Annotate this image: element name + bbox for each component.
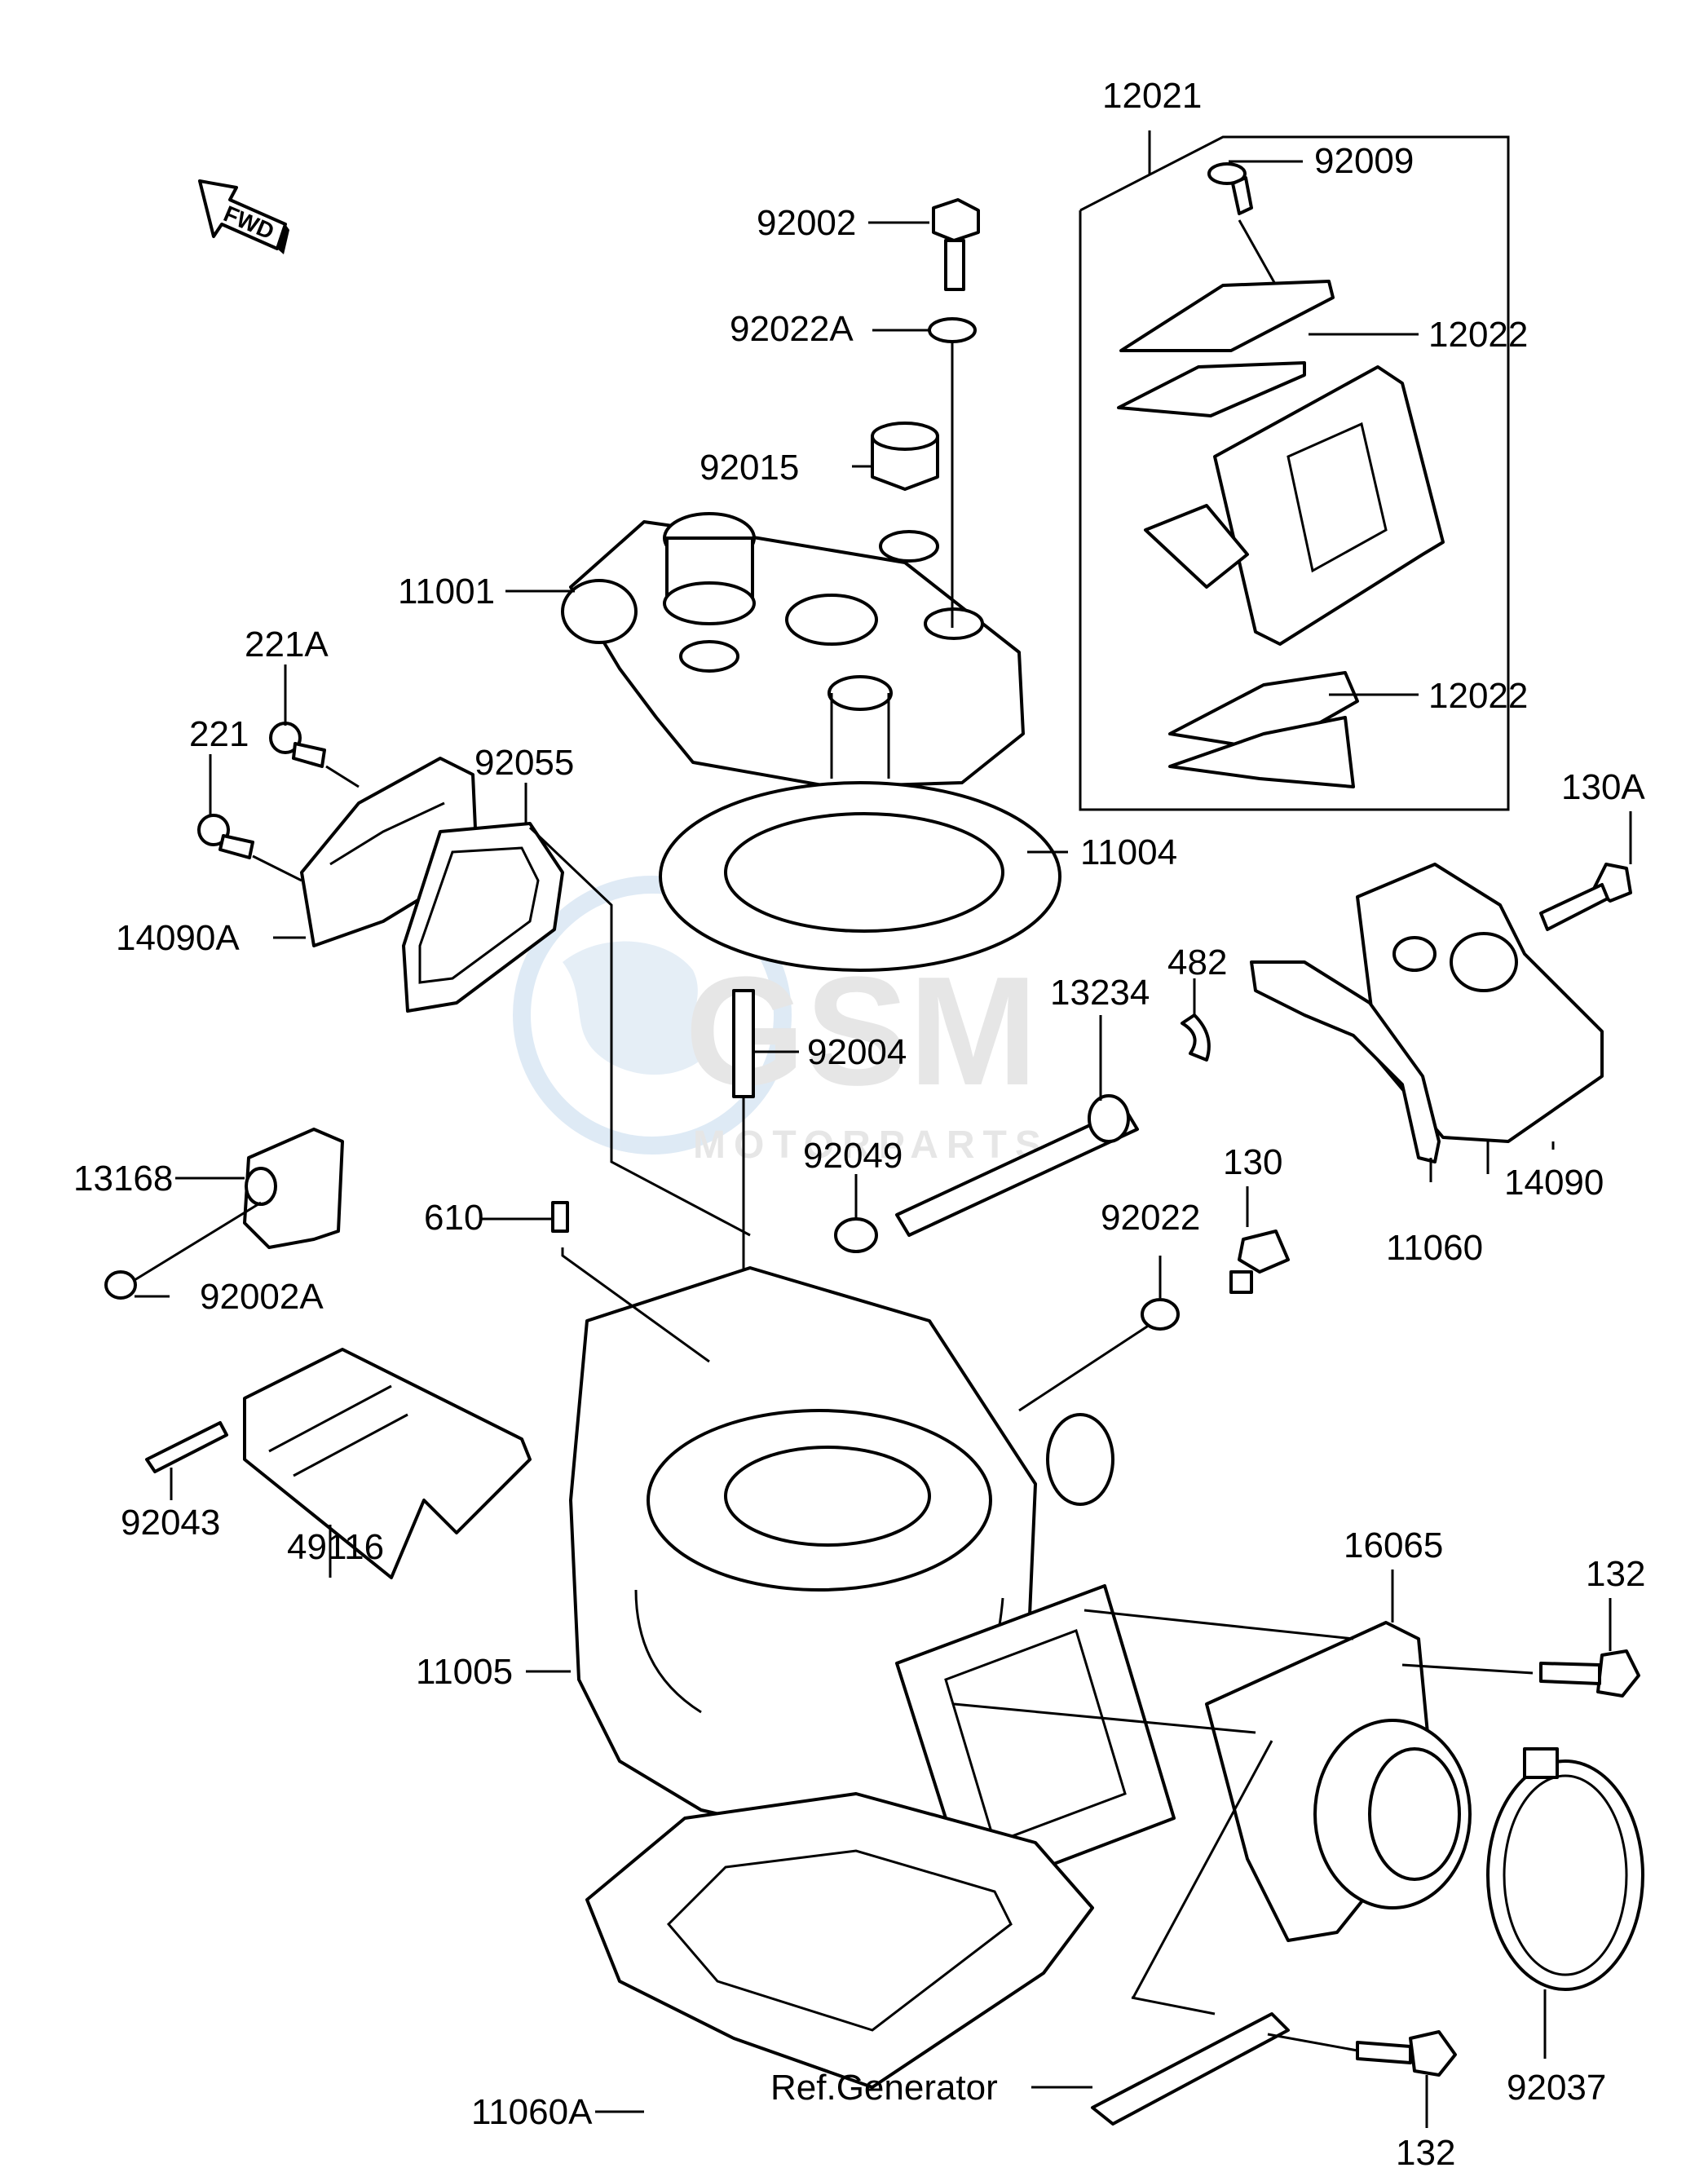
label-14090: 14090 [1504,1163,1604,1203]
pin-610 [551,1201,569,1233]
clamp-92037 [1486,1747,1644,1991]
lever-13168 [243,1128,344,1249]
bolt-132-lower [1356,2030,1457,2077]
part-labels: 12021 92009 92002 92022A 12022 92015 110… [73,76,1645,2173]
washer-92049 [834,1217,878,1253]
label-92055: 92055 [474,743,574,783]
label-132-upper: 132 [1586,1554,1645,1594]
label-92043: 92043 [121,1503,220,1543]
generator-bracket [1091,2012,1290,2126]
intake-manifold-16065 [1205,1621,1472,1942]
clip-482 [1181,1013,1211,1062]
label-13168: 13168 [73,1159,173,1199]
label-482: 482 [1167,943,1227,982]
washer-92022 [1141,1298,1180,1331]
leader-lines [134,160,1632,2128]
watermark-subtitle: MOTORPARTS [693,1124,1049,1167]
exhaust-valve-49116 [243,1348,532,1579]
nut-92015 [871,422,939,491]
label-16065: 16065 [1344,1525,1443,1565]
label-92037: 92037 [1507,2068,1606,2108]
base-gasket-11060A [585,1792,1094,2089]
label-92015: 92015 [700,448,799,488]
label-11060: 11060 [1386,1228,1483,1268]
label-221: 221 [189,714,249,754]
label-92049: 92049 [803,1136,903,1176]
label-11001: 11001 [398,572,495,611]
label-12021: 12021 [1102,76,1202,116]
label-92022: 92022 [1101,1198,1200,1238]
label-92009: 92009 [1314,141,1414,181]
washer-92022A [928,317,977,343]
bolt-130A [1539,863,1632,931]
label-12022-upper: 12022 [1428,315,1528,355]
pin-92043 [145,1421,228,1473]
bolt-92002 [932,198,980,291]
label-13234: 13234 [1050,973,1150,1013]
label-610: 610 [424,1198,483,1238]
bolt-221A [269,722,326,768]
bolt-130 [1229,1230,1290,1294]
label-132-lower: 132 [1396,2133,1455,2173]
label-92022A: 92022A [730,309,854,349]
label-130A: 130A [1561,767,1645,807]
label-ref-generator: Ref.Generator [770,2068,998,2108]
stud-92004 [732,989,755,1098]
screw-92002A [104,1270,137,1300]
bolt-221 [197,814,254,859]
label-92004: 92004 [807,1032,907,1072]
label-11005: 11005 [416,1652,513,1692]
label-12022-lower: 12022 [1428,676,1528,716]
label-14090A: 14090A [116,918,240,958]
head-gasket-11004 [659,781,1061,972]
label-130: 130 [1223,1142,1282,1182]
fwd-arrow-icon: FWD [198,179,289,254]
cylinder-11005 [569,1266,1176,1897]
cylinder-head-11001 [561,512,1025,788]
shaft-13234 [895,1094,1139,1237]
bolt-132-upper [1539,1649,1640,1698]
reed-valve-assembly-12021 [1079,130,1510,811]
gasket-11060 [1250,960,1441,1163]
label-92002: 92002 [757,203,856,243]
label-49116: 49116 [287,1527,384,1567]
label-11060A: 11060A [471,2092,593,2132]
label-92002A: 92002A [200,1277,324,1317]
label-221A: 221A [245,625,329,664]
label-11004: 11004 [1080,832,1177,872]
